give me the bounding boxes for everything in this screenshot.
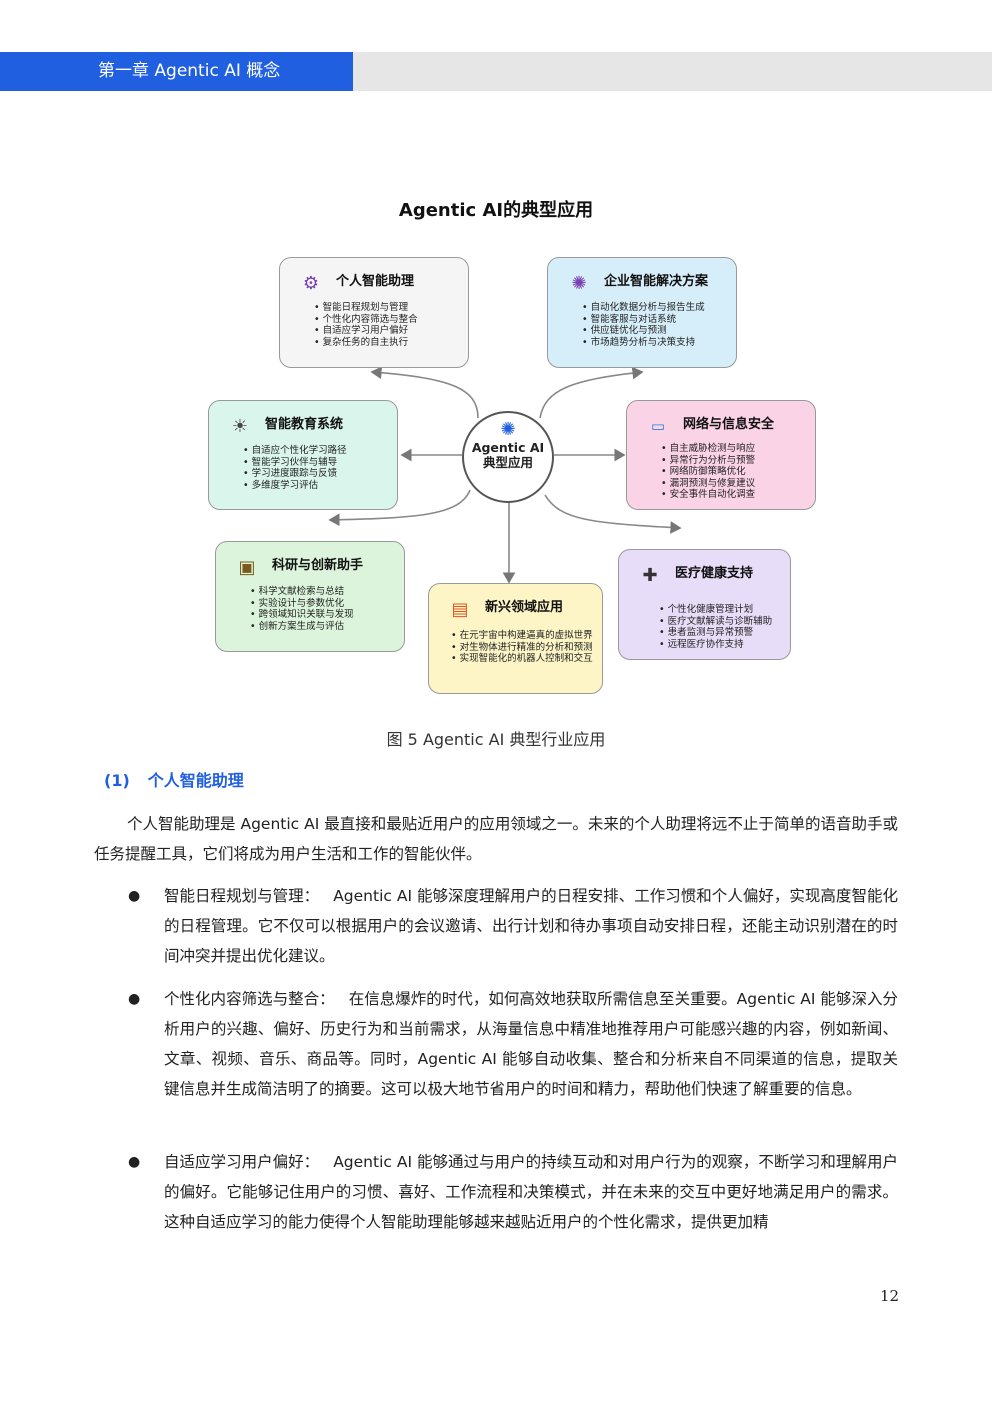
box-list: 自动化数据分析与报告生成 智能客服与对话系统 供应链优化与预测 市场趋势分析与决… (582, 302, 705, 348)
chapter-title: 第一章 Agentic AI 概念 (98, 61, 281, 81)
list-item: 漏洞预测与修复建议 (661, 478, 756, 490)
list-item: 实现智能化的机器人控制和交互 (451, 653, 593, 665)
list-item: 创新方案生成与评估 (250, 621, 354, 633)
list-item: 智能学习伙伴与辅导 (243, 457, 347, 469)
box-list: 自适应个性化学习路径 智能学习伙伴与辅导 学习进度跟踪与反馈 多维度学习评估 (243, 445, 347, 491)
list-item: 在元宇宙中构建逼真的虚拟世界 (451, 630, 593, 642)
doctor-icon: ✚ (642, 564, 658, 586)
brain-bulb-icon: ☀ (231, 415, 249, 437)
list-item: 安全事件自动化调查 (661, 489, 756, 501)
box-title: 网络与信息安全 (683, 417, 775, 432)
box-enterprise-solutions: ✺ 企业智能解决方案 自动化数据分析与报告生成 智能客服与对话系统 供应链优化与… (547, 257, 737, 368)
diagram-connectors (328, 366, 682, 584)
box-title: 智能教育系统 (265, 417, 344, 432)
figure-caption: 图 5 Agentic AI 典型行业应用 (386, 730, 606, 749)
list-item: 患者监测与异常预警 (659, 627, 772, 639)
list-item: 智能日程规划与管理 (314, 302, 418, 314)
chapter-header-accent: 第一章 Agentic AI 概念 (0, 52, 353, 91)
box-personal-assistant: ⚙ 个人智能助理 智能日程规划与管理 个性化内容筛选与整合 自适应学习用户偏好 … (279, 257, 469, 368)
page-number: 12 (880, 1287, 900, 1305)
diagram-title: Agentic AI的典型应用 (398, 200, 594, 221)
brain-circuit-icon: ✺ (571, 272, 587, 294)
list-item: 医疗文献解读与诊断辅助 (659, 616, 773, 628)
list-item: 科学文献检索与总结 (250, 586, 354, 598)
box-education: ☀ 智能教育系统 自适应个性化学习路径 智能学习伙伴与辅导 学习进度跟踪与反馈 … (208, 400, 398, 510)
bullet-term: 智能日程规划与管理： (164, 887, 320, 905)
bullet-item: ● 自适应学习用户偏好：Agentic AI 能够通过与用户的持续互动和对用户行… (128, 1147, 898, 1237)
bullet-dot: ● (128, 888, 141, 904)
list-item: 学习进度跟踪与反馈 (243, 468, 347, 480)
list-item: 异常行为分析与预警 (661, 455, 756, 467)
box-list: 自主威胁检测与响应 异常行为分析与预警 网络防御策略优化 漏洞预测与修复建议 安… (661, 443, 756, 501)
box-title: 科研与创新助手 (272, 558, 364, 573)
bullet-term: 自适应学习用户偏好： (164, 1153, 320, 1171)
center-node: ✺ Agentic AI 典型应用 (462, 411, 554, 503)
brain-circuit-icon: ✺ (500, 419, 516, 440)
list-item: 复杂任务的自主执行 (314, 337, 418, 349)
section-heading: (1) 个人智能助理 (104, 767, 244, 791)
bullet-text: Agentic AI 能够深度理解用户的日程安排、工作习惯和个人偏好，实现高度智… (164, 887, 898, 965)
box-list: 个性化健康管理计划 医疗文献解读与诊断辅助 患者监测与异常预警 远程医疗协作支持 (659, 604, 773, 651)
box-research-innovation: ▣ 科研与创新助手 科学文献检索与总结 实验设计与参数优化 跨领域知识关联与发现… (215, 541, 405, 652)
list-item: 自适应个性化学习路径 (243, 445, 347, 457)
center-label-1: Agentic AI (471, 440, 545, 455)
bullet-item: ● 智能日程规划与管理：Agentic AI 能够深度理解用户的日程安排、工作习… (128, 881, 898, 971)
list-item: 对生物体进行精准的分析和预测 (451, 642, 593, 654)
list-item: 实验设计与参数优化 (250, 598, 354, 610)
center-label-2: 典型应用 (482, 455, 533, 470)
bullet-text: Agentic AI 能够通过与用户的持续互动和对用户行为的观察，不断学习和理解… (164, 1153, 898, 1231)
intro-paragraph: 个人智能助理是 Agentic AI 最直接和最贴近用户的应用领域之一。未来的个… (94, 815, 898, 863)
application-diagram: Agentic AI的典型应用 ✺ Agentic AI 典型应用 ⚙ 个人智能… (0, 0, 992, 720)
box-title: 医疗健康支持 (675, 566, 754, 581)
section-number: (1) (104, 771, 130, 790)
bullet-dot: ● (128, 1154, 141, 1170)
box-title: 个人智能助理 (336, 274, 415, 289)
connector-medical (544, 494, 682, 534)
connector-research (328, 489, 471, 527)
connector-enterprise (539, 366, 644, 419)
box-emerging-fields: ▤ 新兴领域应用 在元宇宙中构建逼真的虚拟世界 对生物体进行精准的分析和预测 实… (428, 583, 603, 694)
box-list: 智能日程规划与管理 个性化内容筛选与整合 自适应学习用户偏好 复杂任务的自主执行 (314, 302, 418, 348)
list-item: 市场趋势分析与决策支持 (582, 337, 705, 349)
list-item: 远程医疗协作支持 (659, 639, 772, 651)
box-network-security: ▭ 网络与信息安全 自主威胁检测与响应 异常行为分析与预警 网络防御策略优化 漏… (626, 400, 816, 510)
chart-icon: ▤ (451, 598, 469, 620)
list-item: 自适应学习用户偏好 (314, 325, 418, 337)
list-item: 自动化数据分析与报告生成 (582, 302, 705, 314)
box-title: 企业智能解决方案 (604, 274, 709, 289)
connector-personal (370, 366, 479, 419)
box-list: 在元宇宙中构建逼真的虚拟世界 对生物体进行精准的分析和预测 实现智能化的机器人控… (451, 630, 593, 665)
section-title: 个人智能助理 (147, 771, 244, 790)
box-medical-health: ✚ 医疗健康支持 个性化健康管理计划 医疗文献解读与诊断辅助 患者监测与异常预警… (618, 549, 791, 660)
list-item: 多维度学习评估 (243, 480, 347, 492)
chapter-header: 第一章 Agentic AI 概念 (0, 52, 992, 91)
list-item: 网络防御策略优化 (661, 466, 755, 478)
list-item: 个性化健康管理计划 (659, 604, 772, 616)
box-list: 科学文献检索与总结 实验设计与参数优化 跨领域知识关联与发现 创新方案生成与评估 (250, 586, 354, 632)
monitor-icon: ▭ (650, 417, 666, 435)
list-item: 供应链优化与预测 (582, 325, 705, 337)
list-item: 自主威胁检测与响应 (661, 443, 756, 455)
bullet-item: ● 个性化内容筛选与整合：在信息爆炸的时代，如何高效地获取所需信息至关重要。Ag… (128, 984, 898, 1104)
bullet-term: 个性化内容筛选与整合： (164, 990, 335, 1008)
list-item: 跨领域知识关联与发现 (250, 609, 354, 621)
chip-icon: ▣ (238, 556, 256, 578)
brain-gear-icon: ⚙ (302, 272, 320, 294)
box-title: 新兴领域应用 (485, 600, 564, 615)
list-item: 智能客服与对话系统 (582, 314, 705, 326)
bullet-text: 在信息爆炸的时代，如何高效地获取所需信息至关重要。Agentic AI 能够深入… (164, 990, 898, 1098)
list-item: 个性化内容筛选与整合 (314, 314, 418, 326)
bullet-dot: ● (128, 991, 141, 1007)
